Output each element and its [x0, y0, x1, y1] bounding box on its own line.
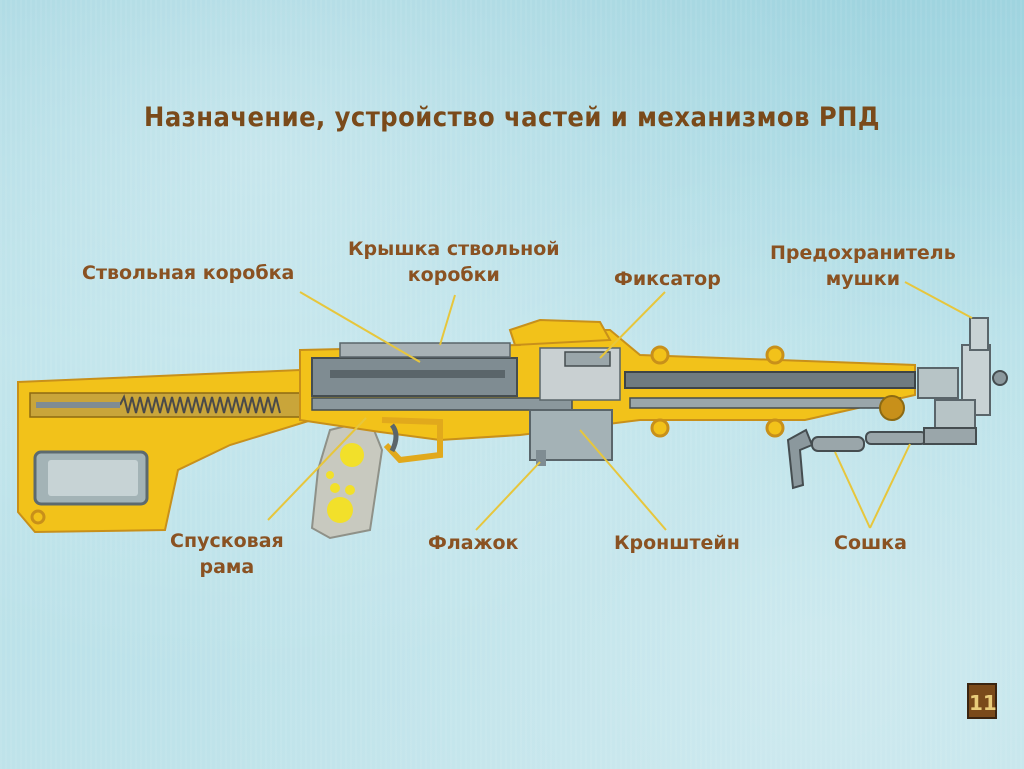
page-number-badge: 11	[967, 683, 997, 719]
bipod-leg-hinge	[786, 428, 814, 490]
bipod-leg-2	[865, 431, 927, 445]
flag-lever	[536, 450, 546, 466]
leader-trigger-frame	[267, 417, 367, 521]
bipod-leg-1	[811, 436, 865, 452]
leader-latch	[599, 291, 666, 359]
label-sight-guard: Предохранитель мушки	[770, 240, 956, 292]
trigger	[389, 423, 399, 453]
label-receiver: Ствольная коробка	[82, 262, 295, 284]
trigger-guard	[381, 417, 443, 464]
grip-dot-3	[330, 483, 340, 493]
front-sight-guard-top	[969, 317, 989, 351]
boss-3	[650, 418, 670, 438]
label-trigger-frame-line1: Спусковая	[170, 530, 284, 552]
boss-1	[650, 345, 670, 365]
recoil-spring	[119, 394, 281, 414]
leader-flag	[475, 461, 541, 531]
label-latch: Фиксатор	[614, 268, 721, 290]
grip-dot-5	[326, 471, 334, 479]
feed-cover	[508, 318, 612, 347]
label-sight-guard-line2: мушки	[825, 268, 901, 290]
feed-latch	[564, 351, 611, 367]
grip-dot-4	[345, 485, 355, 495]
leader-cover	[439, 294, 456, 346]
bipod-foot	[923, 427, 977, 445]
label-bracket: Кронштейн	[614, 532, 740, 554]
front-sight-pin	[992, 370, 1008, 386]
leader-bipod-2	[869, 443, 911, 529]
label-receiver-cover-line2: коробки	[407, 264, 500, 286]
gas-piston	[311, 397, 573, 411]
leader-receiver	[299, 291, 421, 363]
sling-swivel-rear	[30, 509, 46, 525]
leader-bipod-1	[834, 451, 871, 529]
label-receiver-cover-line1: Крышка ствольной	[348, 238, 560, 260]
label-receiver-cover: Крышка ствольной коробки	[348, 236, 560, 288]
bolt-carrier-slot	[330, 370, 505, 378]
label-trigger-frame: Спусковая рама	[170, 528, 284, 580]
sling-swivel-front	[879, 395, 905, 421]
boss-2	[765, 345, 785, 365]
butt-compartment-inner	[48, 460, 138, 496]
label-trigger-frame-line2: рама	[199, 556, 255, 578]
boss-4	[765, 418, 785, 438]
front-sight-base	[917, 367, 959, 399]
label-bipod: Сошка	[834, 532, 907, 554]
slide-title: Назначение, устройство частей и механизм…	[144, 102, 880, 133]
label-sight-guard-line1: Предохранитель	[770, 242, 956, 264]
receiver-cover	[339, 342, 511, 358]
label-flag: Флажок	[428, 532, 519, 554]
leader-sight-guard	[904, 281, 973, 319]
leader-lines	[267, 281, 973, 531]
barrel	[624, 371, 916, 389]
grip-dot-2	[327, 497, 353, 523]
leader-bracket	[579, 429, 667, 531]
grip-dot-1	[340, 443, 364, 467]
gas-tube	[629, 397, 901, 409]
